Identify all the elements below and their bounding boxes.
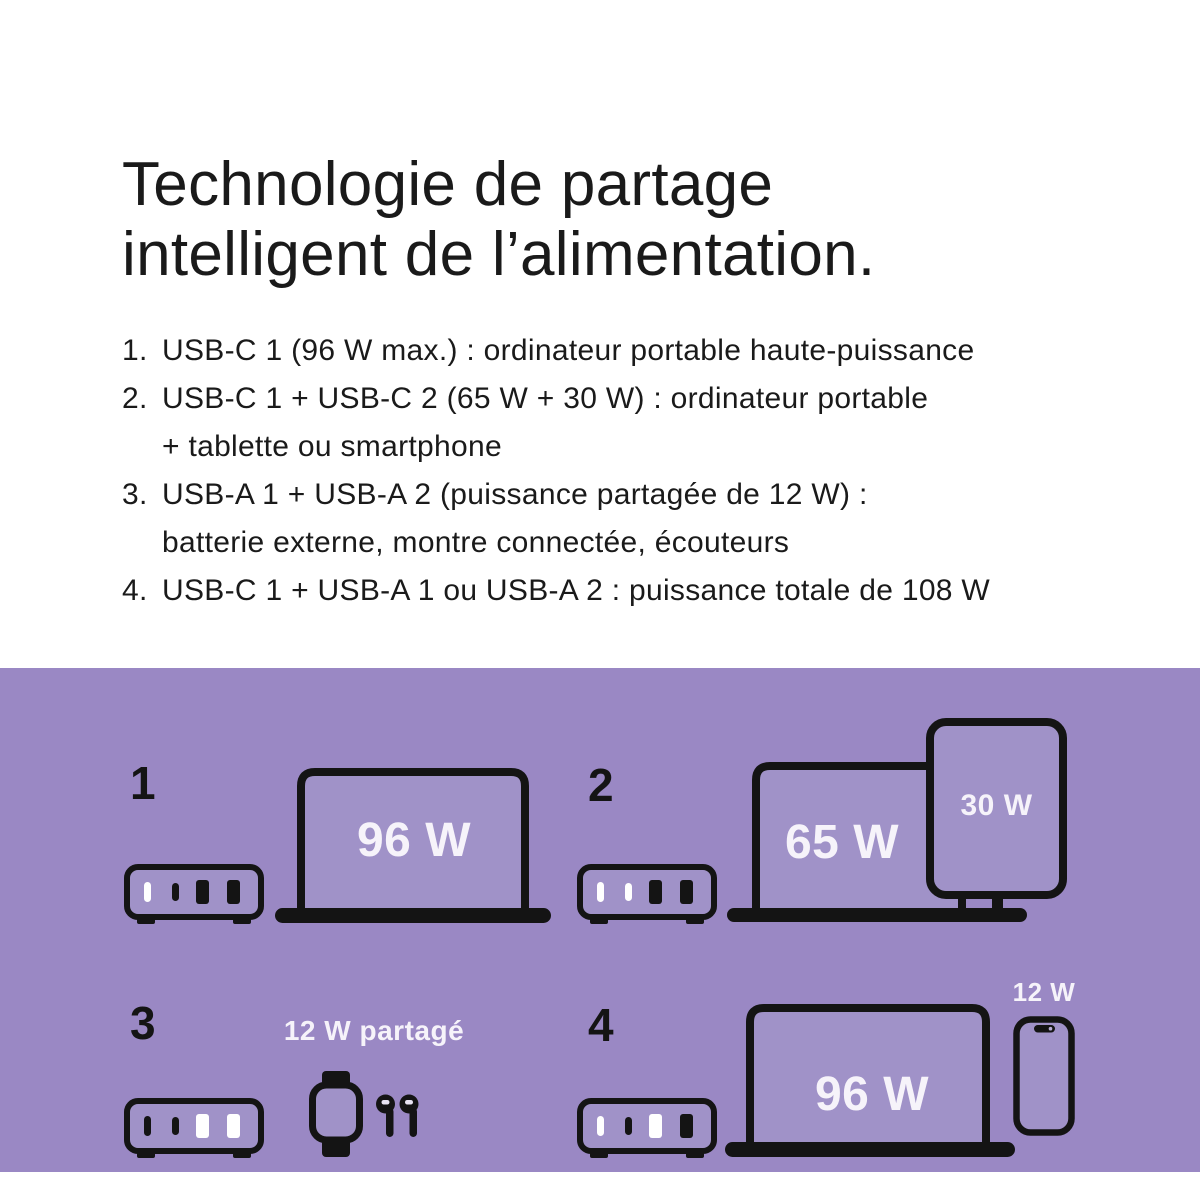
list-item-number: 3.	[122, 478, 148, 511]
list-item: 3. USB-A 1 + USB-A 2 (puissance partagée…	[122, 471, 1112, 567]
laptop-power-label: 96 W	[814, 1067, 930, 1121]
usb-c2-port	[625, 883, 632, 901]
list-item-number: 4.	[122, 574, 148, 607]
phone-camera-dot	[1048, 1026, 1053, 1031]
scenario-1-number: 1	[130, 757, 156, 809]
tablet-icon	[926, 718, 1067, 913]
usb-a1-port	[649, 1114, 662, 1138]
tablet-power-label: 30 W	[960, 789, 1033, 822]
phone-power-label: 12 W	[1012, 976, 1076, 1007]
earbuds-icon	[376, 1094, 419, 1137]
smartwatch-icon	[309, 1071, 363, 1157]
list-item-number: 1.	[122, 334, 148, 367]
laptop-icon	[275, 768, 551, 923]
page-title: Technologie de partage intelligent de l’…	[122, 150, 875, 290]
diagram-section: 1 96 W 2 65	[0, 668, 1200, 1172]
scenario-3-number: 3	[130, 997, 156, 1049]
title-line-1: Technologie de partage	[122, 150, 774, 219]
usb-a2-port	[227, 1114, 240, 1138]
usb-a1-port	[196, 1114, 209, 1138]
shared-power-label: 12 W partagé	[283, 1015, 465, 1046]
usb-c2-port	[625, 1117, 632, 1135]
list-item-text: USB-C 1 + USB-C 2 (65 W + 30 W) : ordina…	[162, 382, 929, 463]
charger-icon	[577, 864, 717, 924]
charger-icon	[124, 864, 264, 924]
usb-c1-port	[597, 882, 604, 902]
charger-icon	[124, 1098, 264, 1158]
laptop-power-label: 65 W	[784, 815, 900, 869]
scenario-4-number: 4	[588, 999, 614, 1051]
feature-list: 1. USB-C 1 (96 W max.) : ordinateur port…	[122, 327, 1112, 615]
list-item: 2. USB-C 1 + USB-C 2 (65 W + 30 W) : ord…	[122, 375, 1112, 471]
usb-c1-port	[144, 1116, 151, 1136]
laptop-power-label: 96 W	[356, 813, 472, 867]
charger-icon	[577, 1098, 717, 1158]
phone-icon	[1013, 1016, 1075, 1136]
list-item-text: USB-A 1 + USB-A 2 (puissance partagée de…	[162, 478, 868, 559]
list-item-number: 2.	[122, 382, 148, 415]
list-item-text: USB-C 1 + USB-A 1 ou USB-A 2 : puissance…	[162, 574, 991, 607]
usb-c1-port	[597, 1116, 604, 1136]
usb-a1-port	[196, 880, 209, 904]
usb-c2-port	[172, 883, 179, 901]
list-item: 4. USB-C 1 + USB-A 1 ou USB-A 2 : puissa…	[122, 567, 1112, 615]
usb-c2-port	[172, 1117, 179, 1135]
usb-a2-port	[680, 1114, 693, 1138]
usb-a2-port	[680, 880, 693, 904]
list-item: 1. USB-C 1 (96 W max.) : ordinateur port…	[122, 327, 1112, 375]
phone-notch	[1034, 1025, 1055, 1033]
title-line-2: intelligent de l’alimentation.	[122, 220, 876, 289]
usb-c1-port	[144, 882, 151, 902]
laptop-icon	[725, 1004, 1015, 1157]
list-item-text: USB-C 1 (96 W max.) : ordinateur portabl…	[162, 334, 975, 367]
usb-a2-port	[227, 880, 240, 904]
scenario-2-number: 2	[588, 759, 614, 811]
usb-a1-port	[649, 880, 662, 904]
